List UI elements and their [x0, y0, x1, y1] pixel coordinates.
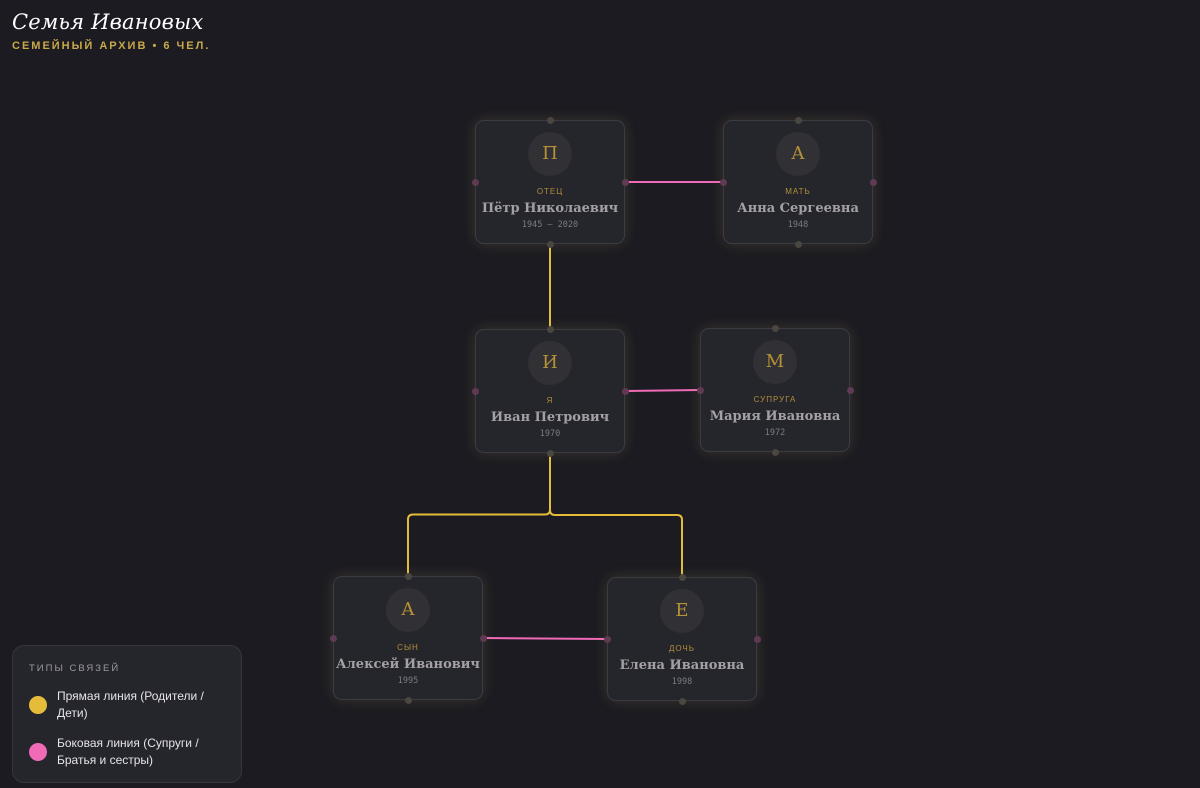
connection-handle-bottom[interactable]: [794, 240, 802, 248]
person-role: СУПРУГА: [753, 395, 797, 404]
person-card-ivan[interactable]: И Я Иван Петрович 1970: [471, 325, 629, 457]
person-name: Алексей Иванович: [336, 657, 480, 672]
connection-handle-bottom[interactable]: [546, 240, 554, 248]
person-role: ДОЧЬ: [668, 644, 696, 653]
legend-item-direct: Прямая линия (Родители / Дети): [29, 688, 225, 722]
legend-dot-direct: [29, 696, 47, 714]
connection-handle-left[interactable]: [471, 387, 479, 395]
connection-handle-top[interactable]: [404, 572, 412, 580]
connection-handle-bottom[interactable]: [546, 449, 554, 457]
avatar: Е: [660, 589, 704, 633]
page-title: Семья Ивановых: [12, 10, 204, 34]
person-years: 1948: [787, 220, 809, 230]
person-role: ОТЕЦ: [536, 187, 564, 196]
connection-handle-left[interactable]: [719, 178, 727, 186]
edge-side-aleksey-elena[interactable]: [482, 637, 608, 640]
connection-handle-right[interactable]: [479, 634, 487, 642]
legend-dot-side: [29, 743, 47, 761]
edge-direct-ivan-aleksey[interactable]: [407, 453, 551, 576]
connection-handle-top[interactable]: [546, 325, 554, 333]
person-name: Елена Ивановна: [619, 658, 745, 673]
person-card-petr[interactable]: П ОТЕЦ Пётр Николаевич 1945 — 2020: [471, 116, 629, 248]
connection-handle-bottom[interactable]: [678, 697, 686, 705]
connection-handle-right[interactable]: [869, 178, 877, 186]
person-card-maria[interactable]: М СУПРУГА Мария Ивановна 1972: [696, 324, 854, 456]
person-name: Мария Ивановна: [709, 409, 841, 424]
person-card-aleksey[interactable]: А СЫН Алексей Иванович 1995: [329, 572, 487, 704]
connection-handle-left[interactable]: [696, 386, 704, 394]
connection-handle-top[interactable]: [771, 324, 779, 332]
person-years: 1972: [764, 428, 786, 438]
person-card-elena[interactable]: Е ДОЧЬ Елена Ивановна 1998: [603, 573, 761, 705]
connection-handle-top[interactable]: [794, 116, 802, 124]
connection-handle-left[interactable]: [603, 635, 611, 643]
legend-item-side: Боковая линия (Супруги / Братья и сестры…: [29, 735, 225, 769]
legend-panel: ТИПЫ СВЯЗЕЙ Прямая линия (Родители / Дет…: [12, 645, 242, 783]
person-name: Анна Сергеевна: [737, 201, 859, 216]
edge-direct-ivan-elena[interactable]: [549, 453, 683, 577]
avatar: И: [528, 341, 572, 385]
connection-handle-right[interactable]: [753, 635, 761, 643]
connection-handle-right[interactable]: [621, 178, 629, 186]
connection-handle-top[interactable]: [546, 116, 554, 124]
person-years: 1970: [539, 429, 561, 439]
person-years: 1995: [397, 676, 419, 686]
person-role: МАТЬ: [785, 187, 811, 196]
connection-handle-top[interactable]: [678, 573, 686, 581]
connection-handle-bottom[interactable]: [404, 696, 412, 704]
person-years: 1998: [671, 677, 693, 687]
connection-handle-bottom[interactable]: [771, 448, 779, 456]
connection-handle-left[interactable]: [329, 634, 337, 642]
avatar: М: [753, 340, 797, 384]
person-role: СЫН: [397, 643, 419, 652]
legend-label-direct: Прямая линия (Родители / Дети): [57, 689, 204, 720]
avatar: А: [386, 588, 430, 632]
person-name: Иван Петрович: [490, 410, 610, 425]
person-name: Пётр Николаевич: [481, 201, 619, 216]
avatar: А: [776, 132, 820, 176]
avatar: П: [528, 132, 572, 176]
page-header: Семья Ивановых СЕМЕЙНЫЙ АРХИВ • 6 ЧЕЛ.: [12, 8, 210, 52]
person-role: Я: [546, 396, 554, 405]
edge-side-ivan-maria[interactable]: [624, 389, 701, 392]
person-years: 1945 — 2020: [521, 220, 579, 230]
page-subtitle: СЕМЕЙНЫЙ АРХИВ • 6 ЧЕЛ.: [12, 40, 211, 52]
connection-handle-left[interactable]: [471, 178, 479, 186]
connection-handle-right[interactable]: [621, 387, 629, 395]
connection-handle-right[interactable]: [846, 386, 854, 394]
person-card-anna[interactable]: А МАТЬ Анна Сергеевна 1948: [719, 116, 877, 248]
legend-label-side: Боковая линия (Супруги / Братья и сестры…: [57, 736, 199, 767]
legend-title: ТИПЫ СВЯЗЕЙ: [29, 663, 121, 674]
